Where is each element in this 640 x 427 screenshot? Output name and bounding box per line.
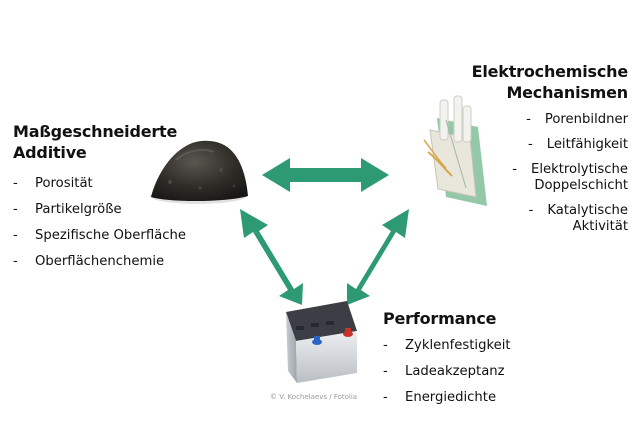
bullet-dash: - bbox=[383, 390, 388, 405]
mechanism-item-doppelschicht-line-1: Elektrolytische bbox=[530, 162, 628, 177]
list-item: - Energiedichte bbox=[383, 385, 511, 411]
additives-title-line-1: Maßgeschneiderte bbox=[13, 122, 178, 141]
bullet-dash: - bbox=[383, 338, 388, 353]
mechanisms-block: Elektrochemische Mechanismen -Porenbildn… bbox=[428, 61, 629, 244]
additive-item-oberflaechenchemie: Oberflächenchemie bbox=[35, 254, 165, 269]
bullet-dash: - bbox=[527, 137, 533, 152]
additives-block: Maßgeschneiderte Additive - Porosität - Pa… bbox=[13, 121, 186, 275]
bullet-dash: - bbox=[526, 112, 531, 127]
additive-item-oberflaeche: Spezifische Oberfläche bbox=[35, 228, 186, 243]
bullet-dash: - bbox=[528, 203, 534, 218]
list-item: - Zyklenfestigkeit bbox=[383, 333, 511, 359]
car-battery-image bbox=[286, 301, 357, 383]
bullet-dash: - bbox=[13, 228, 18, 243]
image-credit: © V. Kochelaevs / Fotolia bbox=[270, 393, 358, 401]
bullet-dash: - bbox=[383, 364, 388, 379]
list-item: -Leitfähigkeit bbox=[428, 137, 628, 153]
additive-item-partikelgroesse: Partikelgröße bbox=[35, 202, 122, 217]
mechanisms-title-line-1: Elektrochemische bbox=[471, 62, 629, 81]
performance-title: Performance bbox=[383, 309, 497, 328]
arrow-additives-performance bbox=[240, 209, 303, 305]
mechanism-item-doppelschicht-line-2: Doppelschicht bbox=[534, 178, 628, 193]
carbon-powder-image bbox=[150, 140, 248, 204]
performance-item-zyklenfestigkeit: Zyklenfestigkeit bbox=[405, 338, 511, 353]
cell-components-image bbox=[423, 95, 487, 206]
mechanisms-title: Elektrochemische Mechanismen bbox=[428, 61, 629, 103]
performance-item-ladeakzeptanz: Ladeakzeptanz bbox=[405, 364, 505, 379]
mechanisms-title-line-2: Mechanismen bbox=[506, 83, 628, 102]
list-item: - Spezifische Oberfläche bbox=[13, 223, 186, 249]
arrow-mechanisms-performance bbox=[347, 209, 409, 305]
additives-title-line-2: Additive bbox=[13, 143, 87, 162]
list-item: - Porosität bbox=[13, 171, 186, 197]
list-item: -Porenbildner bbox=[428, 112, 628, 128]
mechanism-item-porenbildner: Porenbildner bbox=[544, 112, 628, 127]
list-item: - Ladeakzeptanz bbox=[383, 359, 511, 385]
additives-title: Maßgeschneiderte Additive bbox=[13, 121, 186, 163]
mechanism-item-leitfaehigkeit: Leitfähigkeit bbox=[546, 137, 628, 152]
bullet-dash: - bbox=[13, 176, 18, 191]
arrow-additives-mechanisms bbox=[262, 158, 389, 192]
performance-item-energiedichte: Energiedichte bbox=[405, 390, 497, 405]
performance-block: Performance - Zyklenfestigkeit - Ladeakzep… bbox=[383, 308, 511, 411]
additives-list: - Porosität - Partikelgröße - Spezifische O… bbox=[13, 171, 186, 275]
mechanism-item-katalytisch-line-2: Aktivität bbox=[572, 219, 628, 234]
mechanisms-list: -Porenbildner -Leitfähigkeit -Elektrolyt… bbox=[428, 112, 628, 235]
list-item: - Partikelgröße bbox=[13, 197, 186, 223]
performance-list: - Zyklenfestigkeit - Ladeakzeptanz - Energi… bbox=[383, 333, 511, 411]
additive-item-porositaet: Porosität bbox=[35, 176, 93, 191]
bullet-dash: - bbox=[13, 254, 18, 269]
bullet-dash: - bbox=[13, 202, 18, 217]
mechanism-item-katalytisch-line-1: Katalytische bbox=[547, 203, 628, 218]
list-item: - Oberflächenchemie bbox=[13, 249, 186, 275]
bullet-dash: - bbox=[512, 162, 517, 177]
